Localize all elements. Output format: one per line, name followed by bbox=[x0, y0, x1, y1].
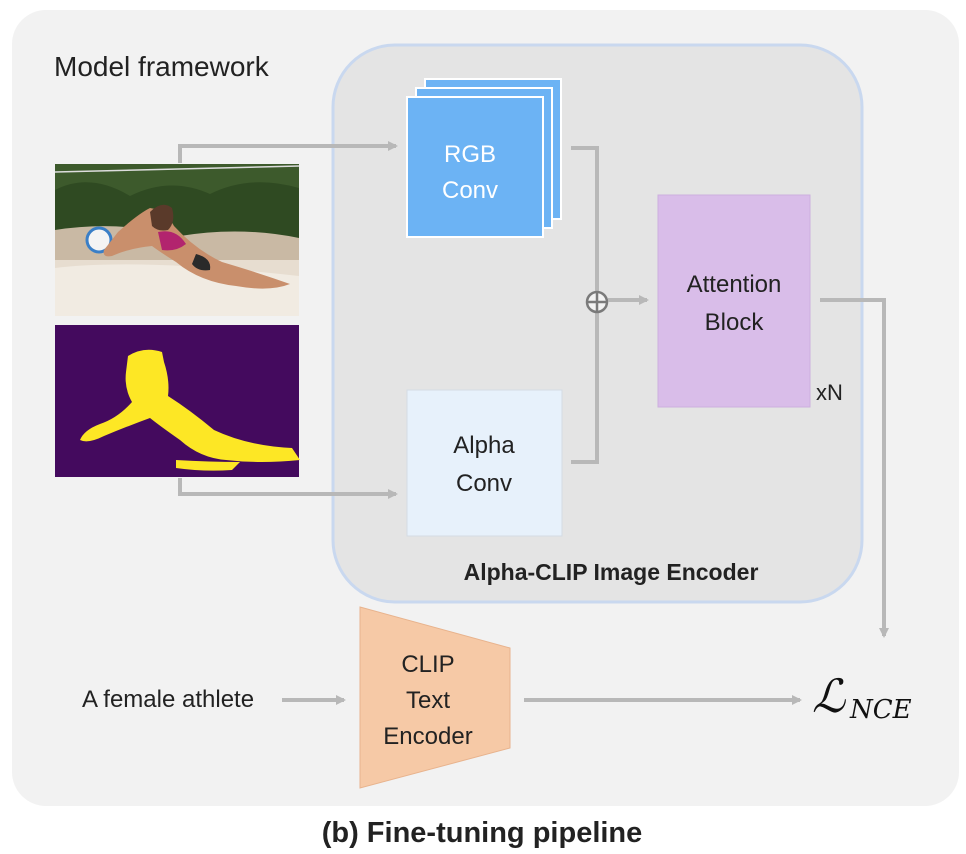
alpha-conv-label-1: Alpha bbox=[453, 432, 515, 459]
text-input-label: A female athlete bbox=[82, 686, 254, 713]
frame-title: Model framework bbox=[54, 51, 270, 82]
rgb-conv-block: RGB Conv bbox=[406, 78, 562, 238]
input-photo bbox=[54, 164, 300, 316]
image-encoder-label: Alpha-CLIP Image Encoder bbox=[464, 559, 759, 585]
add-operator-icon bbox=[585, 290, 609, 314]
attention-block: Attention Block bbox=[657, 194, 811, 408]
text-encoder-label-3: Encoder bbox=[383, 723, 472, 750]
line-rgb-to-merge bbox=[571, 146, 599, 292]
text-encoder-label-2: Text bbox=[406, 687, 450, 714]
rgb-conv-label-2: Conv bbox=[442, 177, 498, 204]
figure-caption: (b) Fine-tuning pipeline bbox=[322, 817, 643, 849]
attention-label-2: Block bbox=[705, 309, 765, 336]
arrow-mask-to-alpha bbox=[178, 478, 398, 499]
clip-text-encoder: CLIP Text Encoder bbox=[359, 606, 511, 789]
alpha-conv-block: Alpha Conv bbox=[406, 389, 563, 537]
loss-symbol: ℒ bbox=[812, 669, 846, 723]
arrow-attention-to-loss bbox=[820, 298, 889, 638]
loss-subscript: NCE bbox=[849, 695, 912, 725]
alpha-mask-image bbox=[55, 325, 300, 477]
text-encoder-label-1: CLIP bbox=[401, 651, 454, 678]
rgb-conv-label-1: RGB bbox=[444, 141, 496, 168]
line-alpha-to-merge bbox=[571, 312, 599, 464]
arrow-photo-to-rgb bbox=[178, 141, 398, 163]
alpha-conv-label-2: Conv bbox=[456, 470, 512, 497]
repeat-label: xN bbox=[816, 380, 843, 405]
attention-label-1: Attention bbox=[687, 271, 782, 298]
